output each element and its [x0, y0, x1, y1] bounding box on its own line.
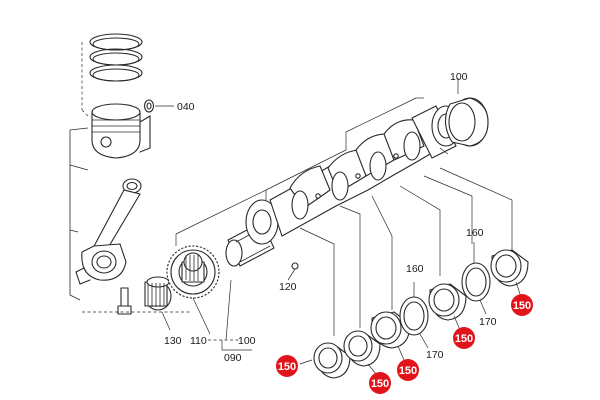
bearing-150-b [343, 330, 381, 375]
snap-ring-040 [143, 99, 174, 113]
journal-leaders [299, 167, 513, 336]
connecting-rod [75, 178, 142, 285]
svg-text:150: 150 [455, 333, 473, 345]
crankshaft [225, 105, 461, 267]
svg-text:150: 150 [278, 361, 296, 373]
callout-170-left: 170 [426, 349, 444, 361]
bearing-150-d [428, 283, 467, 331]
thrust-washer-160-left [399, 282, 429, 349]
leader-100-090 [208, 279, 252, 351]
piston [91, 103, 151, 159]
callout-160-left: 160 [406, 263, 424, 275]
badge-150-b: 150 [369, 372, 391, 394]
callout-100-top: 100 [450, 71, 468, 83]
svg-text:150: 150 [399, 365, 417, 377]
pin-120 [287, 262, 299, 281]
callout-110: 110 [190, 335, 207, 347]
callout-120: 120 [279, 281, 297, 293]
badge-150-d: 150 [453, 327, 475, 349]
oil-seal-100 [444, 97, 489, 147]
svg-text:150: 150 [513, 300, 531, 312]
callout-090: 090 [224, 352, 242, 364]
callout-130: 130 [164, 335, 182, 347]
crank-gear-110 [166, 245, 220, 335]
rod-bolt [117, 287, 132, 315]
badge-150-c: 150 [397, 359, 419, 381]
bracket-lines [175, 78, 459, 246]
block-outline [69, 127, 89, 301]
bearing-150-c [370, 311, 411, 361]
bearing-150-a [299, 342, 351, 379]
callout-170-right: 170 [479, 316, 497, 328]
bearing-150-e [490, 249, 529, 295]
callout-040: 040 [177, 101, 195, 113]
callout-160-right: 160 [466, 227, 484, 239]
svg-text:150: 150 [371, 378, 389, 390]
needle-bearing-130 [144, 276, 172, 331]
piston-rings [81, 33, 143, 119]
badge-150-a: 150 [276, 355, 298, 377]
callout-100-bottom: 100 [238, 335, 256, 347]
thrust-washer-160-right [461, 242, 491, 315]
badge-150-e: 150 [511, 294, 533, 316]
